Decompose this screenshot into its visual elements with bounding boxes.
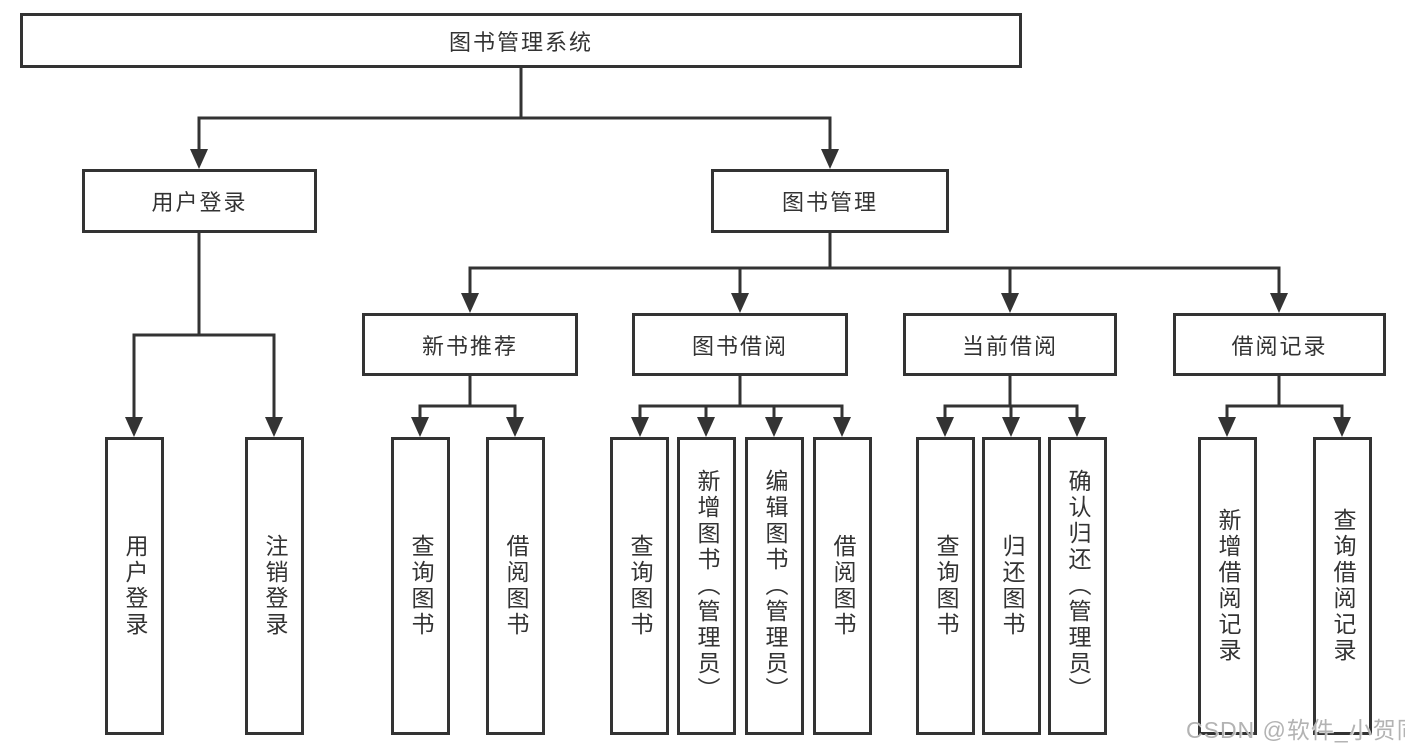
leaf-query-books-current-label: 查询图书 [933, 534, 959, 638]
leaf-edit-book-admin-label: 编辑图书（管理员） [762, 469, 788, 703]
leaf-query-borrow-record-label: 查询借阅记录 [1330, 508, 1356, 664]
node-new-book-recommend-label: 新书推荐 [421, 333, 518, 359]
leaf-user-login: 用户登录 [105, 437, 164, 735]
leaf-return-books-label: 归还图书 [999, 534, 1025, 638]
node-book-management-label: 图书管理 [781, 190, 878, 215]
arrowheads [125, 149, 1351, 437]
node-book-borrowing: 图书借阅 [632, 313, 848, 376]
leaf-add-book-admin-label: 新增图书（管理员） [694, 469, 720, 703]
leaf-confirm-return-admin-label: 确认归还（管理员） [1065, 469, 1091, 703]
node-current-borrowing-label: 当前借阅 [961, 333, 1058, 359]
leaf-add-book-admin: 新增图书（管理员） [677, 437, 736, 735]
leaf-logout: 注销登录 [245, 437, 304, 735]
leaf-user-login-label: 用户登录 [122, 534, 148, 638]
node-borrowing-records: 借阅记录 [1173, 313, 1386, 376]
node-new-book-recommend: 新书推荐 [362, 313, 578, 376]
leaf-borrow-books-recommend: 借阅图书 [486, 437, 545, 735]
leaf-query-books-borrowing-label: 查询图书 [627, 534, 653, 638]
node-root: 图书管理系统 [20, 13, 1022, 68]
leaf-add-borrow-record: 新增借阅记录 [1198, 437, 1257, 735]
node-borrowing-records-label: 借阅记录 [1231, 333, 1328, 359]
leaf-query-books-current: 查询图书 [916, 437, 975, 735]
leaf-add-borrow-record-label: 新增借阅记录 [1215, 508, 1241, 664]
node-book-management: 图书管理 [711, 169, 949, 233]
leaf-query-borrow-record: 查询借阅记录 [1313, 437, 1372, 735]
node-user-login: 用户登录 [82, 169, 317, 233]
leaf-borrow-books-recommend-label: 借阅图书 [503, 534, 529, 638]
leaf-query-books-recommend-label: 查询图书 [408, 534, 434, 638]
leaf-confirm-return-admin: 确认归还（管理员） [1048, 437, 1107, 735]
node-book-borrowing-label: 图书借阅 [691, 333, 788, 359]
node-root-label: 图书管理系统 [448, 29, 593, 55]
leaf-borrow-books-label: 借阅图书 [830, 534, 856, 638]
node-user-login-label: 用户登录 [151, 190, 248, 215]
node-current-borrowing: 当前借阅 [903, 313, 1117, 376]
leaf-return-books: 归还图书 [982, 437, 1041, 735]
leaf-query-books-recommend: 查询图书 [391, 437, 450, 735]
leaf-query-books-borrowing: 查询图书 [610, 437, 669, 735]
leaf-edit-book-admin: 编辑图书（管理员） [745, 437, 804, 735]
leaf-logout-label: 注销登录 [262, 534, 288, 638]
leaf-borrow-books: 借阅图书 [813, 437, 872, 735]
watermark: CSDN @软件_小贺同学 [1186, 717, 1405, 743]
